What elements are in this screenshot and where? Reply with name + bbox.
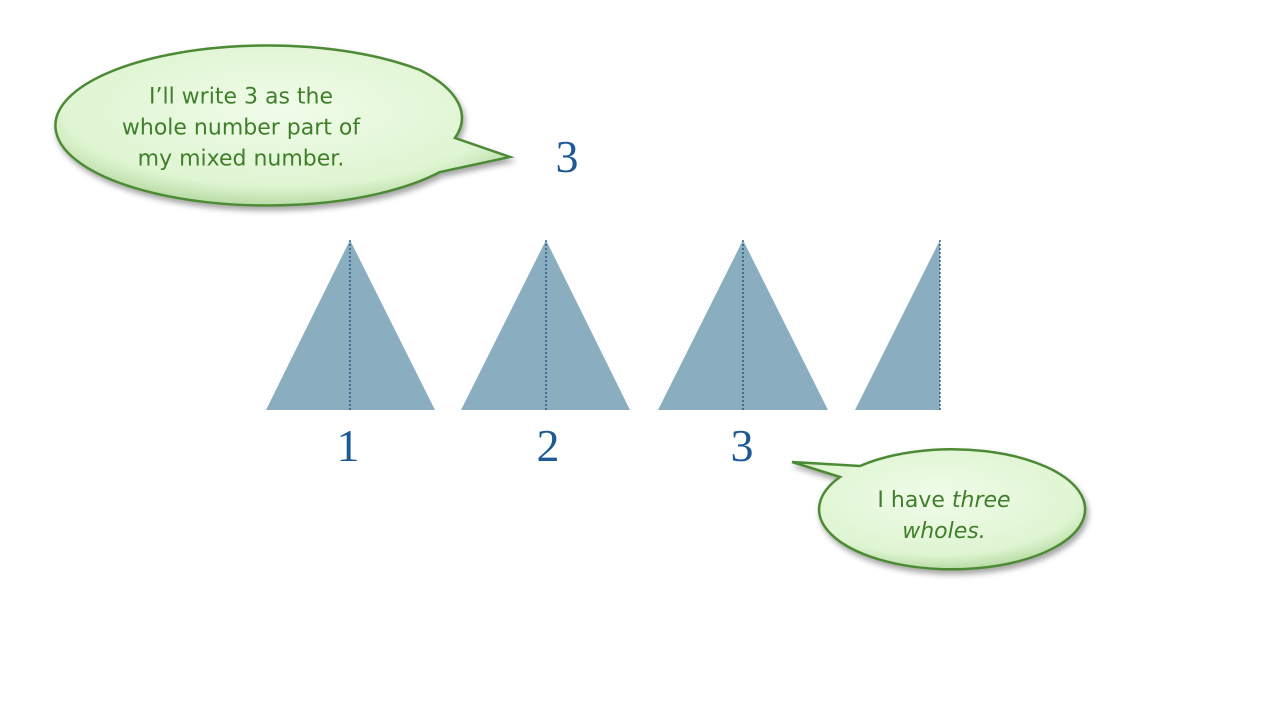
half-triangle — [855, 240, 941, 410]
speech-bubble-top — [54, 44, 515, 207]
count-label-1: 1 — [336, 420, 360, 471]
bubble-line: my mixed number. — [137, 146, 345, 172]
whole-number: 3 — [555, 131, 579, 182]
speech-bubble-bottom — [791, 448, 1087, 571]
speech-bubble-top-text: I’ll write 3 as the whole number part of… — [122, 82, 360, 175]
triangle-3 — [658, 240, 828, 410]
triangle-2 — [461, 240, 630, 410]
bubble-line: I’ll write 3 as the — [148, 84, 334, 110]
speech-bubble-bottom-text: I have three wholes. — [877, 485, 1010, 547]
bubble-text-italic: three — [951, 488, 1011, 513]
bubble-text-italic: wholes. — [902, 519, 986, 544]
bubble-line: whole number part of — [121, 115, 361, 141]
bubble-text: I have — [877, 488, 952, 513]
count-label-2: 2 — [536, 420, 560, 471]
count-label-3: 3 — [730, 420, 754, 471]
triangle-1 — [266, 240, 435, 410]
